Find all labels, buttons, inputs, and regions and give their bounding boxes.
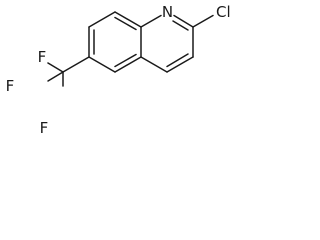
chemical-structure: N Cl F F F (6, 3, 231, 137)
bond-c8a-n1 (140, 14, 162, 28)
bond-c-f-left (47, 71, 64, 82)
fluorine-left-atom-label: F (6, 77, 15, 95)
bond-c4a-c5 (114, 56, 142, 73)
fluorine-top-atom-label: F (38, 48, 47, 66)
bond-c4-c4a (140, 56, 168, 73)
bond-c2-cl (192, 14, 214, 28)
bond-c5-c6 (88, 56, 116, 73)
bond-c8-c8a-inner (114, 16, 137, 31)
bond-c6-cf3 (62, 56, 90, 73)
bond-n1-c2-inner (172, 20, 189, 31)
bond-c7-c8 (88, 11, 116, 28)
fluorine-bottom-atom-label: F (40, 119, 49, 137)
bond-c-f-top (47, 62, 64, 73)
bond-n1-c2 (173, 14, 194, 28)
bond-c4a-c5-inner (114, 53, 137, 68)
bond-c3-c4 (166, 56, 194, 73)
bond-c8-c8a (114, 11, 142, 28)
chlorine-atom-label: Cl (216, 3, 231, 21)
bond-c3-c4-inner (166, 53, 189, 68)
nitrogen-atom-label: N (162, 3, 173, 21)
